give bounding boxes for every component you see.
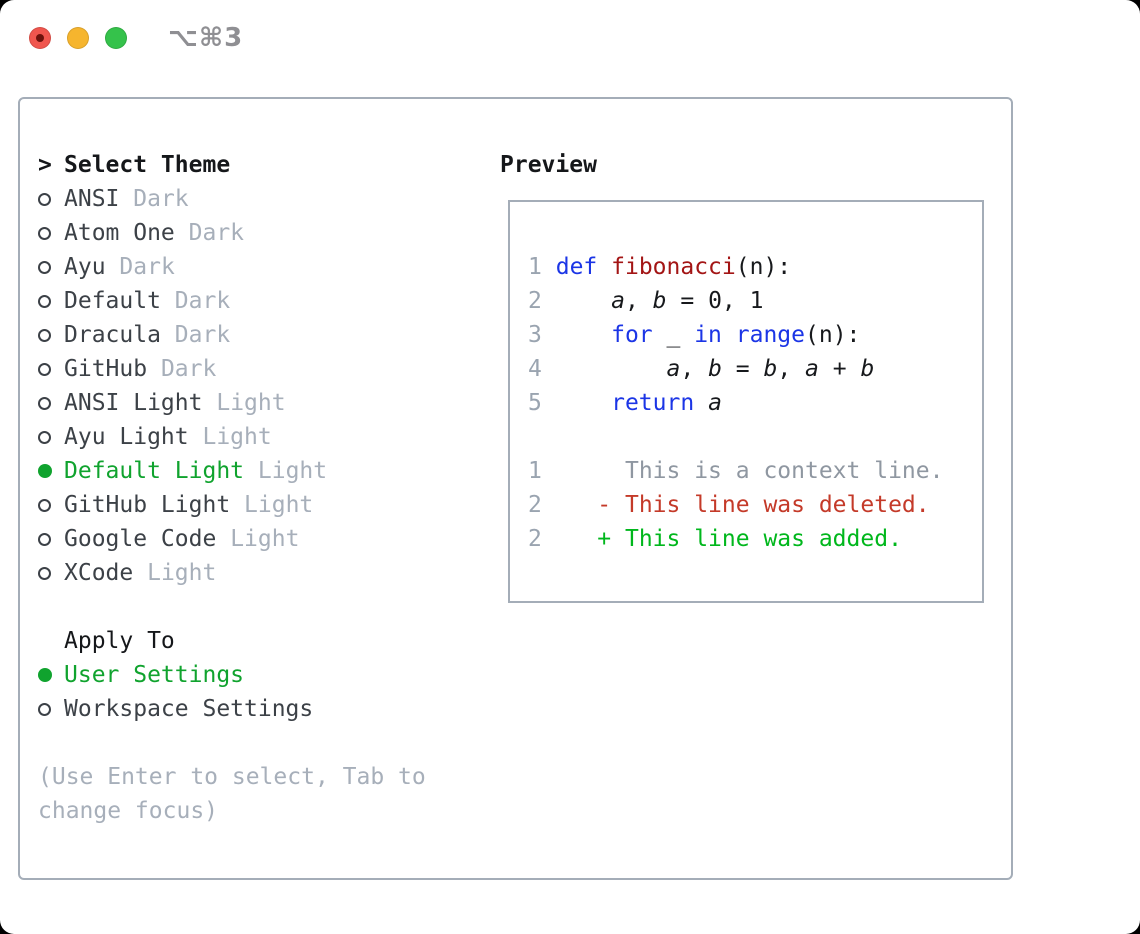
radio-icon	[38, 532, 64, 546]
deleted-marker: -	[597, 492, 612, 518]
close-button[interactable]	[29, 27, 51, 49]
radio-icon	[38, 396, 64, 410]
code-preview: 1 def fibonacci(n): 2 a, b = 0, 1 3 for _ …	[528, 250, 972, 556]
option-variant-tag: Light	[202, 424, 272, 450]
added-marker: +	[597, 526, 612, 552]
option-variant-tag: Light	[230, 526, 300, 552]
code-line: 1 def fibonacci(n):	[528, 254, 792, 280]
context-marker	[597, 458, 611, 484]
selected-radio-icon	[38, 464, 64, 478]
option-variant-tag: Light	[216, 390, 286, 416]
theme-option-atom-one[interactable]: Atom One Dark	[38, 216, 490, 250]
theme-option-github[interactable]: GitHub Dark	[38, 352, 490, 386]
apply-to-heading: Apply To	[64, 628, 175, 654]
theme-option-default[interactable]: Default Dark	[38, 284, 490, 318]
line-number: 5	[528, 390, 542, 416]
theme-option-google-code[interactable]: Google Code Light	[38, 522, 490, 556]
titlebar: ⌥⌘3	[0, 0, 1140, 76]
radio-icon	[38, 226, 64, 240]
traffic-lights	[29, 27, 127, 49]
option-label: ANSI	[64, 186, 120, 212]
apply-to-heading-row: Apply To	[38, 624, 490, 658]
option-label: User Settings	[64, 662, 245, 688]
line-number: 1	[528, 254, 542, 280]
option-label: Dracula	[64, 322, 161, 348]
option-label: Default Light	[64, 458, 245, 484]
option-variant-tag: Dark	[174, 322, 231, 348]
line-number: 2	[528, 526, 542, 552]
diff-line-add: 2 + This line was added.	[528, 526, 902, 552]
code-line: 4 a, b = b, a + b	[528, 356, 875, 382]
radio-icon	[38, 430, 64, 444]
option-variant-tag: Dark	[188, 220, 245, 246]
selected-radio-icon	[38, 668, 64, 682]
line-number: 2	[528, 492, 542, 518]
theme-option-github-light[interactable]: GitHub Light Light	[38, 488, 490, 522]
option-label: GitHub	[64, 356, 148, 382]
line-number: 2	[528, 288, 542, 314]
code-line: 3 for _ in range(n):	[528, 322, 861, 348]
option-variant-tag: Dark	[133, 186, 189, 212]
spacer	[38, 590, 490, 624]
diff-line-rem: 2 - This line was deleted.	[528, 492, 930, 518]
select-theme-heading: Select Theme	[64, 152, 231, 178]
option-label: XCode	[64, 560, 134, 586]
theme-option-ayu-light[interactable]: Ayu Light Light	[38, 420, 490, 454]
option-label: Google Code	[64, 526, 217, 552]
option-label: ANSI Light	[64, 390, 203, 416]
radio-icon	[38, 498, 64, 512]
select-theme-heading-row: > Select Theme	[38, 148, 490, 182]
prompt-cursor-icon: >	[38, 152, 52, 178]
option-variant-tag: Dark	[119, 254, 175, 280]
option-label: Default	[64, 288, 161, 314]
apply-option-workspace-settings[interactable]: Workspace Settings	[38, 692, 490, 726]
option-label: Ayu Light	[64, 424, 189, 450]
help-text-line-2: change focus)	[38, 798, 219, 824]
preview-heading: Preview	[500, 152, 597, 178]
theme-option-ayu[interactable]: Ayu Dark	[38, 250, 490, 284]
option-label: GitHub Light	[64, 492, 231, 518]
radio-icon	[38, 566, 64, 580]
option-variant-tag: Light	[147, 560, 217, 586]
diff-line-ctx: 1 This is a context line.	[528, 458, 944, 484]
theme-option-ansi-light[interactable]: ANSI Light Light	[38, 386, 490, 420]
apply-option-user-settings[interactable]: User Settings	[38, 658, 490, 692]
preview-box: 1 def fibonacci(n): 2 a, b = 0, 1 3 for _ …	[508, 200, 984, 603]
option-label: Workspace Settings	[64, 696, 314, 722]
theme-option-ansi[interactable]: ANSI Dark	[38, 182, 490, 216]
theme-option-xcode[interactable]: XCode Light	[38, 556, 490, 590]
radio-icon	[38, 294, 64, 308]
option-variant-tag: Light	[244, 492, 314, 518]
option-variant-tag: Dark	[174, 288, 231, 314]
help-text-line-1: (Use Enter to select, Tab to	[38, 764, 426, 790]
minimize-button[interactable]	[67, 27, 89, 49]
zoom-button[interactable]	[105, 27, 127, 49]
option-variant-tag: Light	[257, 458, 328, 484]
theme-option-default-light[interactable]: Default Light Light	[38, 454, 490, 488]
window-title: ⌥⌘3	[168, 23, 244, 53]
radio-icon	[38, 328, 64, 342]
code-line: 5 return a	[528, 390, 722, 416]
spacer	[38, 726, 490, 760]
code-line: 2 a, b = 0, 1	[528, 288, 764, 314]
radio-icon	[38, 192, 64, 206]
option-variant-tag: Dark	[160, 356, 217, 382]
option-label: Ayu	[64, 254, 106, 280]
line-number: 1	[528, 458, 542, 484]
line-number: 3	[528, 322, 542, 348]
line-number: 4	[528, 356, 542, 382]
radio-icon	[38, 260, 64, 274]
theme-option-dracula[interactable]: Dracula Dark	[38, 318, 490, 352]
radio-icon	[38, 362, 64, 376]
option-label: Atom One	[64, 220, 175, 246]
radio-icon	[38, 702, 64, 716]
